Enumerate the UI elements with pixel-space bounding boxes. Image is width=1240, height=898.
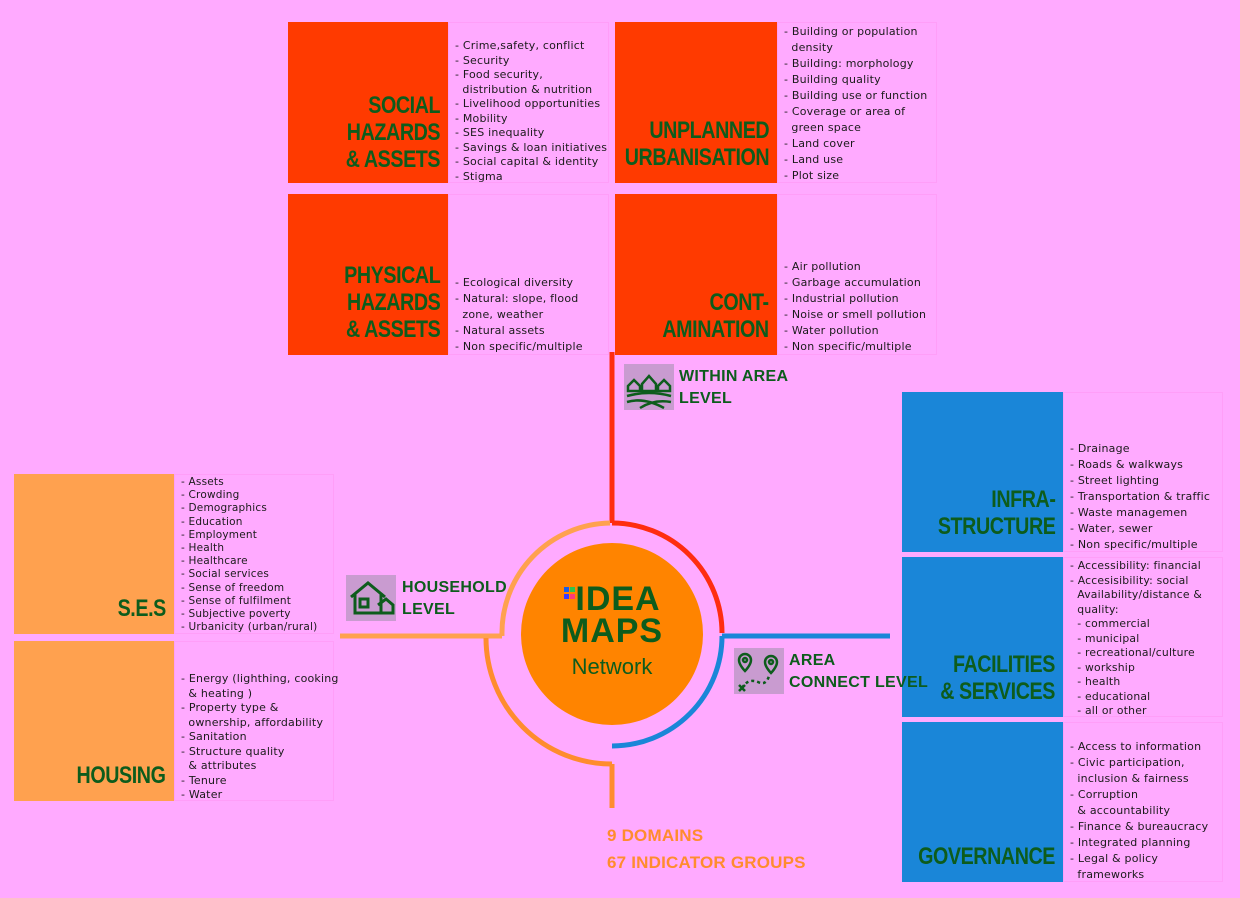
area-connect-level-label: AREA CONNECT LEVEL: [789, 652, 929, 691]
footer-domains-count: 9 DOMAINS: [607, 826, 704, 845]
physical-hazards-title: PHYSICAL HAZARDS & ASSETS: [343, 262, 441, 343]
infrastructure-list: - Drainage- Roads & walkways - Street li…: [1063, 392, 1223, 552]
physical-hazards-box: PHYSICAL HAZARDS & ASSETS: [288, 194, 448, 355]
contamination-title: CONT- AMINATION: [662, 289, 770, 343]
housing-box: HOUSING: [14, 641, 174, 801]
unplanned-urbanisation-title: UNPLANNED URBANISATION: [624, 117, 770, 171]
center-title-network: Network: [571, 654, 653, 679]
center-title-maps: MAPS: [560, 612, 664, 650]
ses-box: S.E.S: [14, 474, 174, 634]
facilities-services-list: - Accessibility: financial- Accesisibili…: [1063, 557, 1223, 717]
social-hazards-title: SOCIAL HAZARDS & ASSETS: [345, 92, 441, 173]
ses-title: S.E.S: [117, 595, 167, 622]
footer-summary: 9 DOMAINS 67 INDICATOR GROUPS: [607, 822, 806, 876]
facilities-services-box: FACILITIES & SERVICES: [902, 557, 1063, 717]
social-hazards-box: SOCIAL HAZARDS & ASSETS: [288, 22, 448, 183]
household-level-label: HOUSEHOLD LEVEL: [402, 579, 507, 618]
ses-list: - Assets- Crowding - Demographics- Educa…: [174, 474, 334, 634]
governance-list: - Access to information- Civic participa…: [1063, 722, 1223, 882]
infrastructure-box: INFRA- STRUCTURE: [902, 392, 1063, 552]
facilities-services-title: FACILITIES & SERVICES: [940, 651, 1055, 705]
house-icon: [346, 575, 396, 621]
infrastructure-title: INFRA- STRUCTURE: [937, 486, 1055, 540]
route-map-pin-icon: [734, 648, 784, 694]
footer-ring: [483, 637, 613, 767]
unplanned-urbanisation-list: - Building or population density - Build…: [777, 22, 937, 183]
household-ring: [499, 520, 611, 637]
footer-indicator-groups-count: 67 INDICATOR GROUPS: [607, 853, 806, 872]
logo-grid-icon: [564, 587, 576, 613]
social-hazards-list: - Crime,safety, conflict- Security - Foo…: [448, 22, 609, 183]
village-landscape-icon: [624, 364, 674, 410]
housing-list: - Energy (lighthing, cooking & heating )…: [174, 641, 338, 801]
within-area-level-label: WITHIN AREA LEVEL: [679, 368, 789, 407]
physical-hazards-list: - Ecological diversity- Natural: slope, …: [448, 194, 609, 355]
governance-title: GOVERNANCE: [918, 843, 1055, 870]
governance-box: GOVERNANCE: [902, 722, 1063, 882]
contamination-box: CONT- AMINATION: [615, 194, 777, 355]
unplanned-urbanisation-box: UNPLANNED URBANISATION: [615, 22, 777, 183]
within-area-ring: [611, 520, 725, 634]
center-title-idea: IDEA: [575, 580, 661, 618]
area-connect-ring: [611, 635, 725, 749]
housing-title: HOUSING: [77, 762, 166, 789]
contamination-list: - Air pollution- Garbage accumulation - …: [777, 194, 937, 355]
center-logo: IDEA MAPS Network: [540, 580, 684, 690]
